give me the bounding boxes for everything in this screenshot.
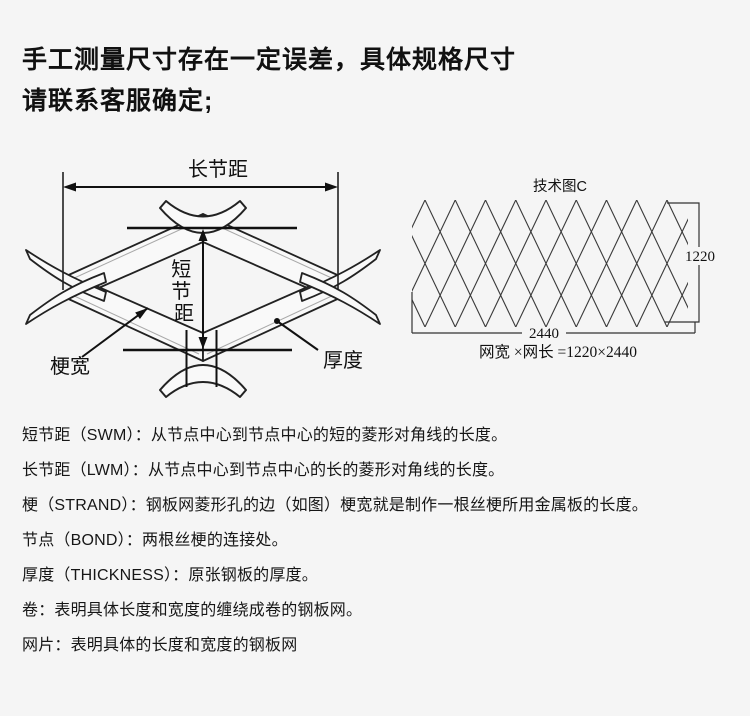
strand-highlights: [69, 220, 337, 355]
mesh-cell-diagram: 长节距 短 节 距 梗宽: [25, 158, 381, 398]
tech-drawing-title: 技术图C: [533, 178, 587, 195]
definition-thickness: 厚度（THICKNESS）：原张钢板的厚度。: [22, 567, 318, 584]
swm-arrow: [198, 229, 208, 349]
definition-swm: 短节距（SWM）：从节点中心到节点中心的短的菱形对角线的长度。: [22, 427, 508, 444]
lwm-extension-lines: [62, 172, 339, 290]
technical-drawing-c: 技术图C 1220 2440 网宽 ×网长 =1220×2440: [411, 178, 718, 361]
height-dim-bg: [682, 247, 718, 265]
definition-roll: 卷：表明具体长度和宽度的缠绕成卷的钢板网。: [22, 602, 363, 619]
strand-width-pointer: [81, 307, 149, 358]
definition-lwm: 长节距（LWM）：从节点中心到节点中心的长的菱形对角线的长度。: [22, 462, 505, 479]
left-node-strand: [25, 249, 107, 325]
bottom-node-strand: [159, 364, 247, 398]
definition-strand: 梗（STRAND）：钢板网菱形孔的边（如图）梗宽就是制作一根丝梗所用金属板的长度…: [22, 497, 648, 514]
definition-sheet: 网片：表明具体的长度和宽度的钢板网: [22, 637, 298, 654]
thickness-label: 厚度: [323, 349, 363, 372]
strand-width-label: 梗宽: [50, 355, 90, 378]
width-dim-value: 2440: [529, 326, 559, 342]
mesh-pattern: [412, 200, 688, 327]
mesh-size-formula: 网宽 ×网长 =1220×2440: [479, 343, 637, 361]
right-node-strand: [299, 249, 381, 325]
lwm-arrow: [63, 182, 338, 192]
measurement-notice: 手工测量尺寸存在一定误差，具体规格尺寸 请联系客服确定;: [22, 40, 722, 122]
thickness-pointer: [274, 318, 319, 351]
node-reference-lines: [123, 226, 297, 352]
notice-line-2: 请联系客服确定;: [22, 87, 214, 115]
height-dim-value: 1220: [685, 249, 715, 265]
bond-ticks: [185, 330, 218, 387]
terminology-definitions: 短节距（SWM）：从节点中心到节点中心的短的菱形对角线的长度。 长节距（LWM）…: [22, 418, 737, 663]
height-dim-bracket: [665, 202, 700, 333]
long-pitch-label: 长节距: [188, 158, 248, 181]
width-dim-lines: [411, 292, 695, 334]
top-node-strand: [159, 200, 247, 234]
notice-line-1: 手工测量尺寸存在一定误差，具体规格尺寸: [22, 46, 517, 74]
short-pitch-label: 短 节 距: [171, 258, 197, 325]
definition-bond: 节点（BOND）：两根丝梗的连接处。: [22, 532, 288, 549]
